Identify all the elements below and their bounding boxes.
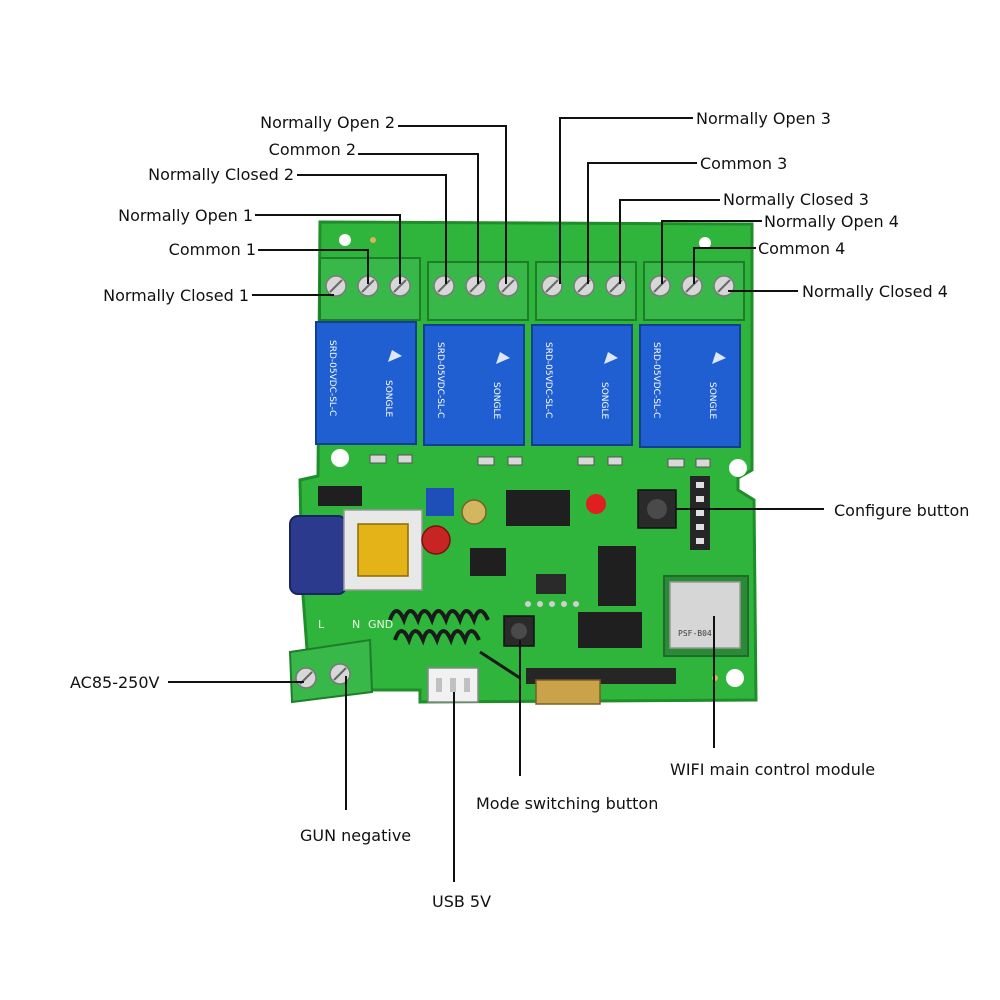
label-normally-closed-3: Normally Closed 3 bbox=[723, 190, 869, 209]
smd-row bbox=[369, 454, 711, 468]
silk-n: N bbox=[352, 618, 360, 631]
callout-labels: Normally Open 2 Common 2 Normally Closed… bbox=[70, 109, 969, 911]
label-common-4: Common 4 bbox=[758, 239, 845, 258]
transformer-coil bbox=[357, 523, 409, 577]
relay-model-text-3: SRD-05VDC-SL-C bbox=[543, 342, 553, 418]
mount-hole bbox=[729, 459, 747, 477]
relay-model-text-2: SRD-05VDC-SL-C bbox=[435, 342, 445, 418]
yellow-capacitor bbox=[461, 499, 487, 525]
leader-c4 bbox=[693, 247, 756, 284]
label-normally-open-1: Normally Open 1 bbox=[118, 206, 253, 225]
logic-section bbox=[506, 490, 642, 648]
label-normally-open-4: Normally Open 4 bbox=[764, 212, 899, 231]
usb-crystal bbox=[535, 679, 601, 705]
silk-l: L bbox=[318, 618, 325, 631]
electrolytic-capacitor bbox=[289, 515, 347, 595]
label-common-2: Common 2 bbox=[269, 140, 356, 159]
leader-no3 bbox=[559, 117, 693, 284]
mode-button-cap bbox=[511, 623, 527, 639]
wifi-module-shield bbox=[669, 581, 741, 649]
wifi-module-label: PSF-B04 bbox=[678, 629, 712, 638]
configure-button-cap bbox=[647, 499, 667, 519]
label-normally-open-3: Normally Open 3 bbox=[696, 109, 831, 128]
leader-nc2 bbox=[297, 174, 447, 284]
label-normally-closed-2: Normally Closed 2 bbox=[148, 165, 294, 184]
relay-brand-text-4: SONGLE bbox=[707, 382, 717, 420]
label-normally-closed-4: Normally Closed 4 bbox=[802, 282, 948, 301]
via bbox=[370, 237, 376, 243]
mount-hole bbox=[699, 237, 711, 249]
label-mode-switching-button: Mode switching button bbox=[476, 794, 658, 813]
ic-2 bbox=[598, 546, 636, 606]
leader-nc3 bbox=[619, 199, 720, 284]
status-led bbox=[586, 494, 606, 514]
leader-c1 bbox=[258, 249, 369, 284]
mount-hole bbox=[339, 234, 351, 246]
leader-c2 bbox=[358, 153, 479, 284]
wifi-module: PSF-B04 bbox=[663, 575, 749, 657]
bridge-rectifier bbox=[318, 486, 362, 506]
label-wifi-main-control-module: WIFI main control module bbox=[670, 760, 875, 779]
label-configure-button: Configure button bbox=[834, 501, 969, 520]
leader-no4 bbox=[661, 220, 762, 284]
red-capacitor bbox=[421, 525, 451, 555]
output-terminals bbox=[319, 257, 745, 321]
mount-hole bbox=[726, 669, 744, 687]
silk-gnd: GND bbox=[368, 618, 393, 631]
relays: SRD-05VDC-SL-C SRD-05VDC-SL-C SRD-05VDC-… bbox=[315, 321, 741, 448]
label-usb-5v: USB 5V bbox=[432, 892, 491, 911]
relay-3 bbox=[531, 324, 633, 446]
leader-no2 bbox=[398, 125, 507, 284]
label-normally-closed-1: Normally Closed 1 bbox=[103, 286, 249, 305]
label-common-1: Common 1 bbox=[169, 240, 256, 259]
blue-component bbox=[426, 488, 454, 516]
mount-hole bbox=[331, 449, 349, 467]
leader-c3 bbox=[587, 162, 697, 284]
leader-no1 bbox=[255, 214, 401, 284]
relay-brand-text-1: SONGLE bbox=[383, 380, 393, 418]
relay-1 bbox=[315, 321, 417, 445]
crystal bbox=[536, 574, 566, 594]
ic-1 bbox=[506, 490, 570, 526]
antenna-coil bbox=[388, 609, 521, 680]
relay-model-text-4: SRD-05VDC-SL-C bbox=[651, 342, 661, 418]
label-gun-negative: GUN negative bbox=[300, 826, 411, 845]
ac-input-terminal bbox=[288, 638, 374, 704]
label-common-3: Common 3 bbox=[700, 154, 787, 173]
ic-3 bbox=[578, 612, 642, 648]
power-section bbox=[289, 486, 506, 595]
label-ac-input: AC85-250V bbox=[70, 673, 160, 692]
relay-2 bbox=[423, 324, 525, 446]
relay-4 bbox=[639, 324, 741, 448]
label-normally-open-2: Normally Open 2 bbox=[260, 113, 395, 132]
relay-brand-text-3: SONGLE bbox=[599, 382, 609, 420]
leader-lines bbox=[168, 117, 824, 882]
relay-model-text-1: SRD-05VDC-SL-C bbox=[327, 340, 337, 416]
relay-brand-text-2: SONGLE bbox=[491, 382, 501, 420]
voltage-regulator bbox=[470, 548, 506, 576]
